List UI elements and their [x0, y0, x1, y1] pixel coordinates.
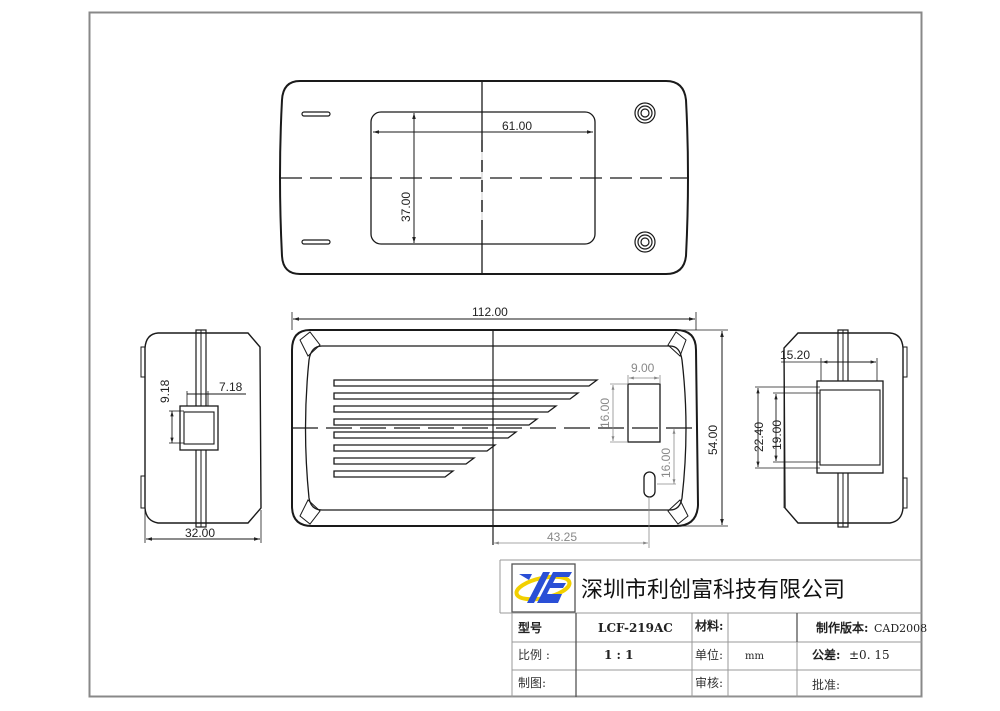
left-view-opening-inner — [183, 411, 215, 445]
vent-slot — [333, 457, 476, 465]
right-view-clip — [902, 477, 908, 509]
tb-label-material: 材料: — [694, 618, 723, 633]
tb-label-reviewed-by: 审核: — [695, 675, 723, 690]
right-view-opening-outer — [816, 380, 884, 474]
dim-front-cutout-height: 16.00 — [598, 398, 612, 428]
vent-slot — [333, 392, 580, 400]
vent-slot — [333, 405, 558, 413]
tb-label-unit: 单位: — [695, 647, 723, 662]
title-block — [499, 559, 922, 698]
front-view-grey-dims — [494, 375, 676, 548]
left-view-clip — [140, 346, 146, 378]
right-view-opening-inner — [819, 389, 881, 466]
dim-left-opening-height: 9.18 — [158, 379, 172, 403]
front-view-inner — [304, 345, 687, 511]
vent-slots — [333, 379, 599, 478]
left-view-outline — [144, 332, 262, 524]
dim-right-inner-height: 19.00 — [770, 420, 784, 450]
logo-frame — [511, 563, 576, 613]
dim-front-overall-length: 112.00 — [472, 305, 508, 319]
tb-value-version: CAD2008 — [874, 622, 927, 635]
top-view-outline — [279, 80, 689, 275]
vent-slot — [333, 431, 518, 439]
right-view — [755, 329, 908, 528]
corner-chamfer-tr — [667, 331, 687, 357]
left-view-opening-outer — [179, 405, 219, 451]
top-view-slot-lower — [301, 239, 331, 245]
front-view-cutout — [627, 383, 661, 443]
company-logo-icon — [514, 572, 572, 603]
dim-right-outer-height: 22.40 — [752, 422, 766, 452]
dim-left-overall-width: 32.00 — [185, 526, 215, 540]
vent-slot — [333, 470, 455, 478]
tb-label-scale: 比例 : — [518, 648, 550, 662]
tb-value-scale: 1 : 1 — [604, 648, 633, 662]
tb-label-model: 型号 — [518, 620, 542, 635]
company-name: 深圳市利创富科技有限公司 — [581, 578, 845, 603]
tb-value-unit: mm — [745, 651, 764, 662]
front-view — [291, 312, 728, 545]
dim-left-opening-width: 7.18 — [219, 380, 243, 394]
tb-value-model: LCF-219AC — [598, 621, 673, 635]
top-view — [279, 80, 689, 275]
front-view-outer — [291, 329, 700, 527]
top-view-slot-upper — [301, 111, 331, 117]
top-view-screw-boss-lower — [634, 231, 656, 253]
right-view-clip — [902, 346, 908, 378]
dim-front-slot-horizontal: 43.25 — [547, 530, 577, 544]
corner-chamfer-tl — [299, 331, 321, 357]
front-view-oval-slot — [643, 471, 656, 498]
vent-slot — [333, 418, 539, 426]
dim-top-window-height: 37.00 — [399, 192, 413, 222]
left-view — [140, 329, 262, 543]
corner-chamfer-bl — [299, 499, 321, 525]
left-view-clip — [140, 475, 146, 509]
tb-label-drawn-by: 制图: — [518, 676, 546, 690]
tb-label-version: 制作版本: — [816, 620, 868, 635]
tb-label-tolerance: 公差: — [812, 647, 840, 662]
vent-slot — [333, 444, 497, 452]
dim-front-cutout-width: 9.00 — [631, 361, 655, 375]
dim-top-window-width: 61.00 — [502, 119, 532, 133]
dim-front-overall-height: 54.00 — [706, 425, 720, 455]
tb-label-approved-by: 批准: — [812, 677, 840, 692]
corner-chamfer-br — [667, 499, 689, 525]
tb-value-tolerance: ±0. 15 — [849, 648, 890, 662]
top-view-screw-boss-upper — [634, 102, 656, 124]
vent-slot — [333, 379, 599, 387]
dim-right-opening-width: 15.20 — [780, 348, 810, 362]
dim-front-slot-vertical: 16.00 — [659, 448, 673, 478]
